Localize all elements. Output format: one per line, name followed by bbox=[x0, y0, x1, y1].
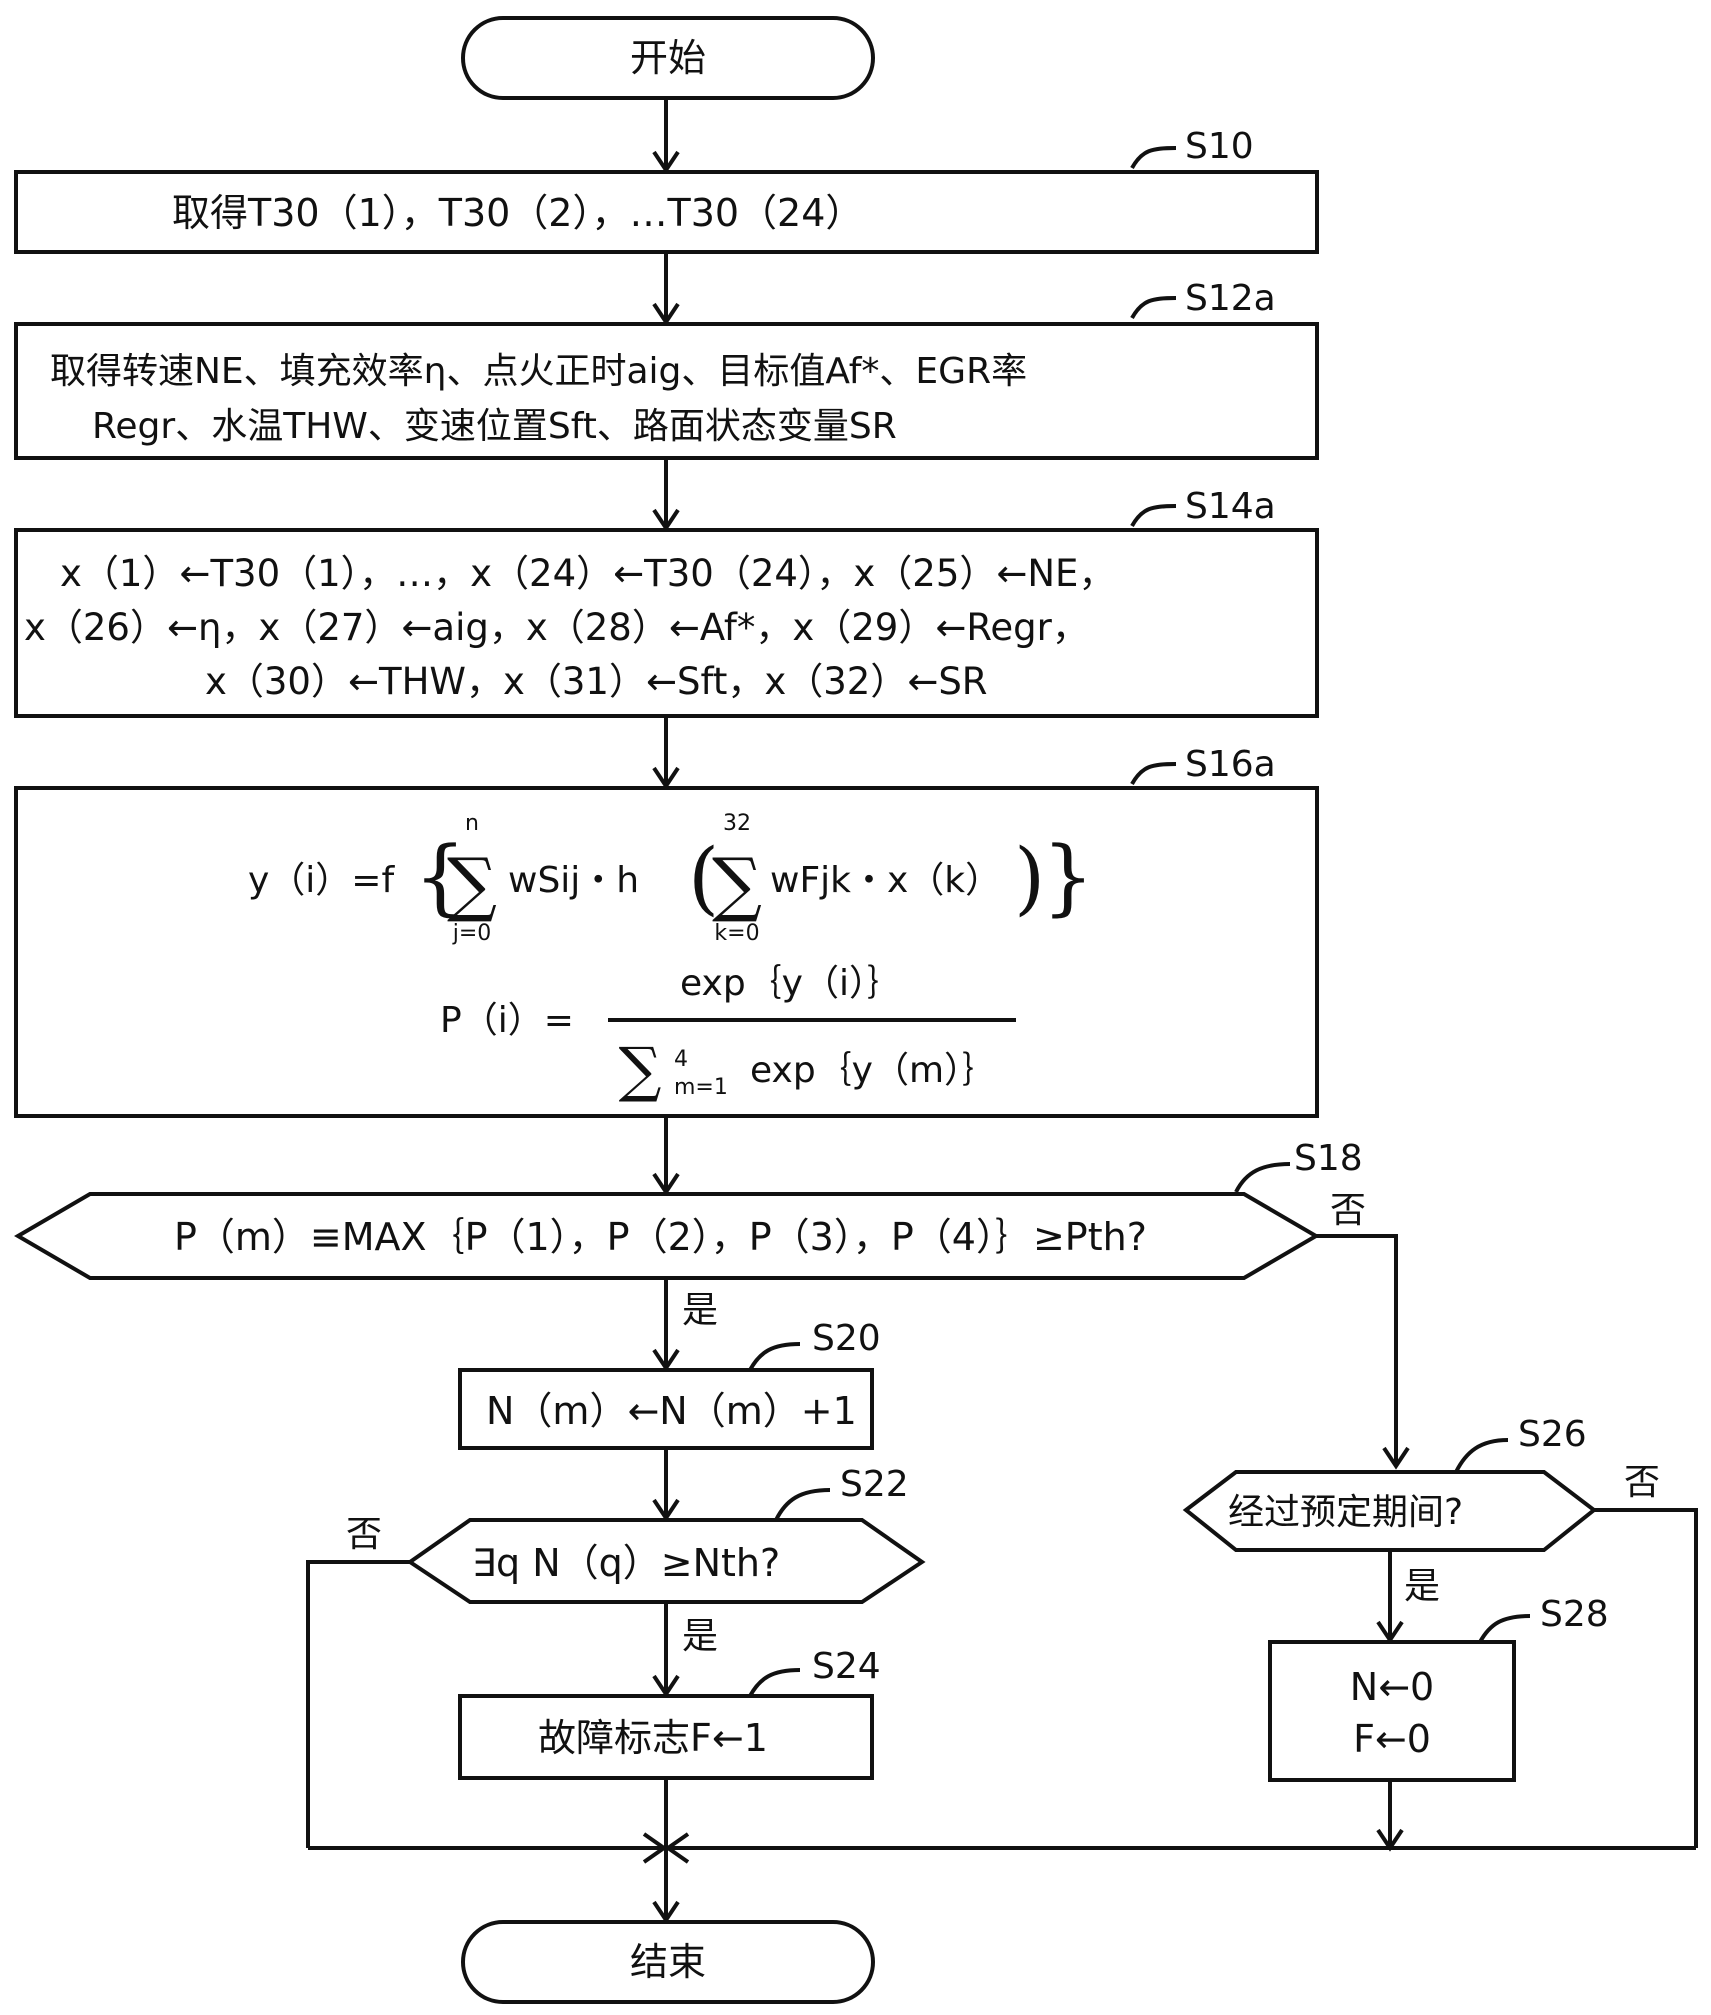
step-leader bbox=[774, 1488, 831, 1521]
brace-right: } bbox=[1042, 830, 1094, 925]
step-leader bbox=[1234, 1162, 1291, 1193]
step-s20-text: N（m）←N（m）+1 bbox=[486, 1389, 857, 1433]
eq1-term1: wSij・h bbox=[508, 860, 639, 901]
eq1-lhs: y（i）=f bbox=[248, 860, 395, 901]
step-leader bbox=[1130, 146, 1177, 170]
brace-left: { bbox=[414, 830, 466, 925]
step-leader bbox=[748, 1342, 801, 1371]
step-s24-box bbox=[458, 1694, 874, 1780]
step-id-s18: S18 bbox=[1294, 1138, 1363, 1179]
step-s14a-line1: x（1）←T30（1），…，x（24）←T30（24），x（25）←NE， bbox=[60, 552, 1115, 595]
sum3-top: 4 bbox=[674, 1047, 688, 1072]
decision-s22 bbox=[406, 1518, 926, 1604]
step-s24-text: 故障标志F←1 bbox=[538, 1716, 768, 1760]
sum3-symbol: ∑ bbox=[619, 1035, 662, 1105]
sum2-top: 32 bbox=[723, 811, 751, 836]
paren-right: ) bbox=[1014, 831, 1045, 924]
step-leader bbox=[1130, 762, 1177, 786]
paren-left: ( bbox=[688, 831, 719, 924]
step-leader bbox=[1454, 1438, 1509, 1473]
connector bbox=[306, 1560, 410, 1848]
arrowhead bbox=[1382, 1446, 1410, 1470]
step-s10-text: 取得T30（1），T30（2），…T30（24） bbox=[172, 191, 863, 235]
step-s12a-line2: Regr、水温THW、变速位置Sft、路面状态变量SR bbox=[92, 406, 897, 447]
step-id-s22: S22 bbox=[840, 1464, 909, 1505]
s22-no-label: 否 bbox=[346, 1514, 382, 1555]
decision-s18-text: P（m）≡MAX｛P（1），P（2），P（3），P（4）｝≥Pth? bbox=[174, 1215, 1147, 1259]
step-s28-line2: F←0 bbox=[1353, 1717, 1431, 1761]
step-id-s26: S26 bbox=[1518, 1414, 1587, 1455]
step-leader bbox=[1130, 296, 1177, 320]
s18-yes-label: 是 bbox=[682, 1290, 718, 1331]
step-s16a-box bbox=[14, 786, 1319, 1118]
step-s12a-box bbox=[14, 322, 1319, 460]
s26-yes-label: 是 bbox=[1404, 1566, 1440, 1607]
sum1-bottom: j=0 bbox=[452, 921, 492, 946]
s22-yes-label: 是 bbox=[682, 1616, 718, 1657]
s18-no-label: 否 bbox=[1330, 1190, 1366, 1231]
sum3-bottom: m=1 bbox=[674, 1075, 728, 1100]
sum1-symbol: ∑ bbox=[447, 843, 497, 925]
step-s10-box bbox=[14, 170, 1319, 254]
step-id-s12a: S12a bbox=[1185, 278, 1276, 319]
eq2-denominator: exp｛y（m）｝ bbox=[750, 1050, 998, 1091]
connector bbox=[1316, 1234, 1398, 1466]
step-id-s14a: S14a bbox=[1185, 486, 1276, 527]
step-s14a-line2: x（26）←η，x（27）←aig，x（28）←Af*，x（29）←Regr， bbox=[24, 606, 1089, 649]
sum2-bottom: k=0 bbox=[714, 921, 759, 946]
sum1-top: n bbox=[465, 811, 479, 836]
end-terminal bbox=[461, 1920, 875, 2004]
step-s14a-line3: x（30）←THW，x（31）←Sft，x（32）←SR bbox=[205, 660, 988, 703]
decision-s26-text: 经过预定期间? bbox=[1228, 1492, 1463, 1533]
decision-s22-text: ∃q N（q）≥Nth? bbox=[472, 1541, 780, 1585]
connector bbox=[1594, 1508, 1698, 1848]
step-leader bbox=[1130, 504, 1177, 528]
step-id-s16a: S16a bbox=[1185, 744, 1276, 785]
step-id-s10: S10 bbox=[1185, 126, 1254, 167]
sum2-symbol: ∑ bbox=[712, 843, 762, 925]
step-s28-line1: N←0 bbox=[1350, 1665, 1434, 1709]
eq2-lhs: P（i）= bbox=[440, 1000, 574, 1041]
step-s20-box bbox=[458, 1368, 874, 1450]
step-id-s28: S28 bbox=[1540, 1594, 1609, 1635]
step-s28-box bbox=[1268, 1640, 1516, 1782]
s26-no-label: 否 bbox=[1624, 1462, 1660, 1503]
eq1-term2: wFjk・x（k） bbox=[770, 860, 1001, 901]
step-leader bbox=[748, 1668, 801, 1697]
step-id-s20: S20 bbox=[812, 1318, 881, 1359]
step-id-s24: S24 bbox=[812, 1646, 881, 1687]
eq2-numerator: exp｛y（i）｝ bbox=[680, 963, 903, 1004]
step-s12a-line1: 取得转速NE、填充效率η、点火正时aig、目标值Af*、EGR率 bbox=[50, 351, 1027, 392]
start-label: 开始 bbox=[630, 36, 706, 80]
end-label: 结束 bbox=[630, 1940, 706, 1984]
step-leader bbox=[1478, 1614, 1531, 1643]
